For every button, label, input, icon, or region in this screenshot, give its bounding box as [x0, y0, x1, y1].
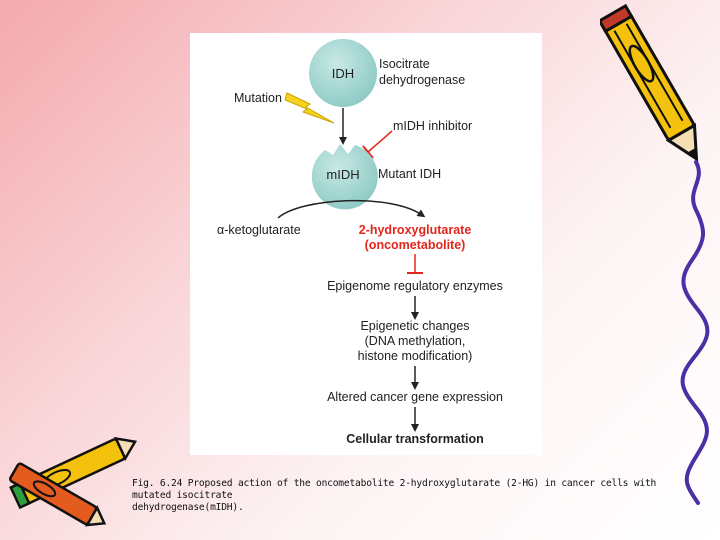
- pencil-clipart-icon: [600, 3, 699, 162]
- epigenetic-changes-line2: (DNA methylation,: [365, 334, 466, 348]
- epigenetic-changes-line3: histone modification): [358, 349, 473, 363]
- cellular-transformation-label: Cellular transformation: [346, 432, 484, 446]
- idh-node: [309, 39, 377, 107]
- caption-line1: Fig. 6.24 Proposed action of the oncomet…: [132, 478, 657, 501]
- epigenetic-changes-line1: Epigenetic changes: [360, 319, 469, 333]
- idh-node-label: IDH: [332, 66, 354, 81]
- wavy-line-clipart-icon: [680, 160, 710, 505]
- conversion-arrow: [277, 199, 426, 219]
- ketoglutarate-label: α-ketoglutarate: [217, 223, 301, 237]
- idh-description-line1: Isocitrate: [379, 57, 430, 71]
- caption-line2: dehydrogenase(mIDH).: [132, 502, 244, 513]
- midh-node-label: mIDH: [326, 167, 359, 182]
- hydroxyglutarate-label-line1: 2-hydroxyglutarate: [359, 223, 472, 237]
- inhibitor-bar: [362, 145, 374, 159]
- midh-description: Mutant IDH: [378, 167, 441, 181]
- midh-node: [311, 144, 378, 210]
- epigenome-enzymes-label: Epigenome regulatory enzymes: [327, 279, 503, 293]
- figure-panel: IDH Isocitrate dehydrogenase Mutation mI…: [190, 33, 542, 455]
- idh-description-line2: dehydrogenase: [379, 73, 465, 87]
- pathway-diagram: IDH Isocitrate dehydrogenase Mutation mI…: [217, 39, 503, 446]
- inhibitor-label: mIDH inhibitor: [393, 119, 472, 133]
- lightning-bolt-icon: [284, 92, 335, 124]
- inhibitor-line: [367, 130, 393, 153]
- mutation-label: Mutation: [234, 91, 282, 105]
- altered-expression-label: Altered cancer gene expression: [327, 390, 503, 404]
- hydroxyglutarate-label-line2: (oncometabolite): [365, 238, 466, 252]
- figure-caption: Fig. 6.24 Proposed action of the oncomet…: [132, 478, 692, 514]
- crayons-clipart-icon: [9, 436, 138, 527]
